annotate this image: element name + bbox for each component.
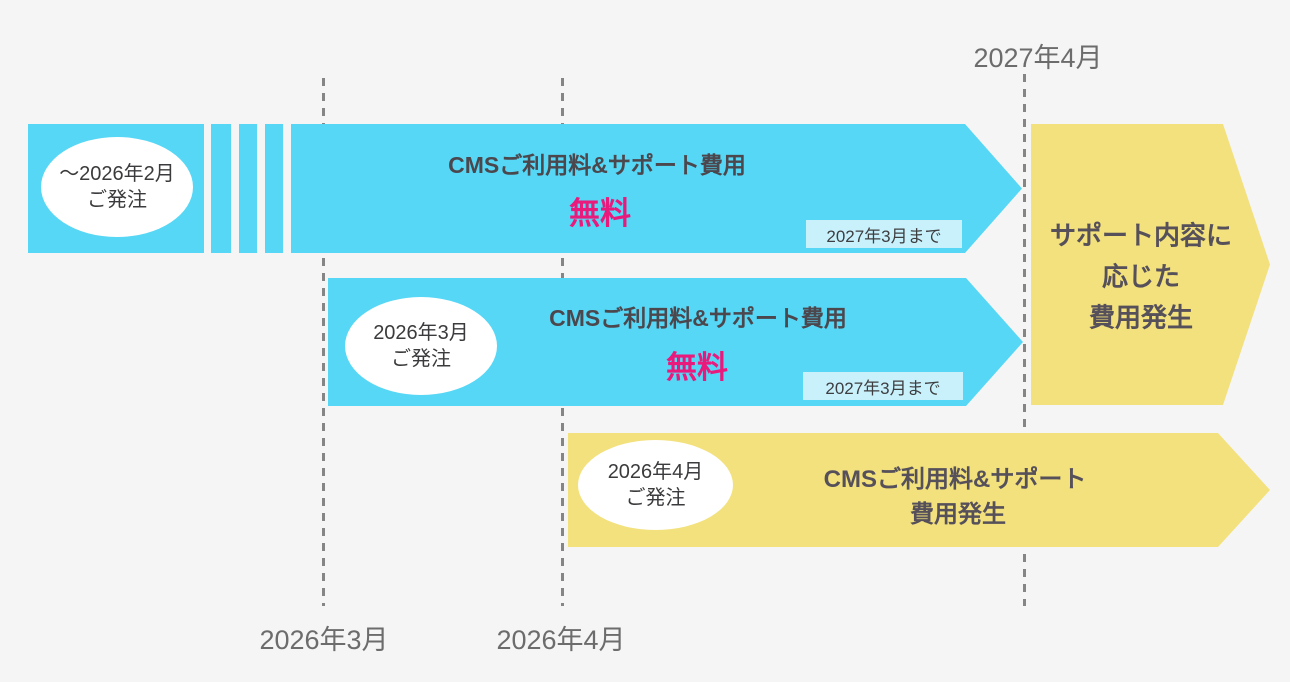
row1-break-stripe-1: [211, 124, 231, 253]
row3-title-line1: CMSご利用料&サポート: [823, 466, 1087, 493]
row3-order-period-oval: 2026年4月 ご発注: [578, 440, 733, 530]
result-chevron: [1031, 124, 1270, 405]
row2-title: CMSご利用料&サポート費用: [549, 305, 847, 331]
row1-oval-line1: 〜2026年2月: [59, 163, 175, 185]
row1-break-stripe-2: [239, 124, 257, 253]
gridline-2026-march: [322, 78, 325, 606]
result-text: サポート内容に 応じた 費用発生: [1050, 216, 1232, 339]
date-label-2026-march: 2026年3月: [259, 625, 389, 655]
row3-title-line2: 費用発生: [910, 501, 1006, 528]
row2-until-badge: 2027年3月まで: [803, 372, 963, 400]
row1-title: CMSご利用料&サポート費用: [448, 152, 746, 178]
result-text-line2: 応じた: [1101, 261, 1181, 292]
gridline-2027-april: [1023, 74, 1026, 606]
date-label-2026-april: 2026年4月: [496, 625, 626, 655]
row1-break-stripe-3: [265, 124, 283, 253]
row1-oval-line2: ご発注: [87, 189, 147, 211]
row2-oval-line1: 2026年3月: [373, 322, 469, 344]
row1-free-highlight: 無料: [569, 196, 631, 231]
row1-order-period-oval: 〜2026年2月 ご発注: [41, 137, 193, 237]
result-text-line3: 費用発生: [1088, 302, 1194, 333]
row1-until-badge: 2027年3月まで: [806, 220, 962, 248]
date-label-2027-april: 2027年4月: [973, 43, 1103, 73]
row3-oval-line2: ご発注: [625, 487, 686, 509]
row3-oval-line1: 2026年4月: [607, 461, 704, 483]
result-text-line1: サポート内容に: [1049, 220, 1233, 251]
row2-free-highlight: 無料: [666, 350, 728, 385]
row2-order-period-oval: 2026年3月 ご発注: [345, 297, 497, 395]
row2-oval-line2: ご発注: [391, 348, 451, 370]
